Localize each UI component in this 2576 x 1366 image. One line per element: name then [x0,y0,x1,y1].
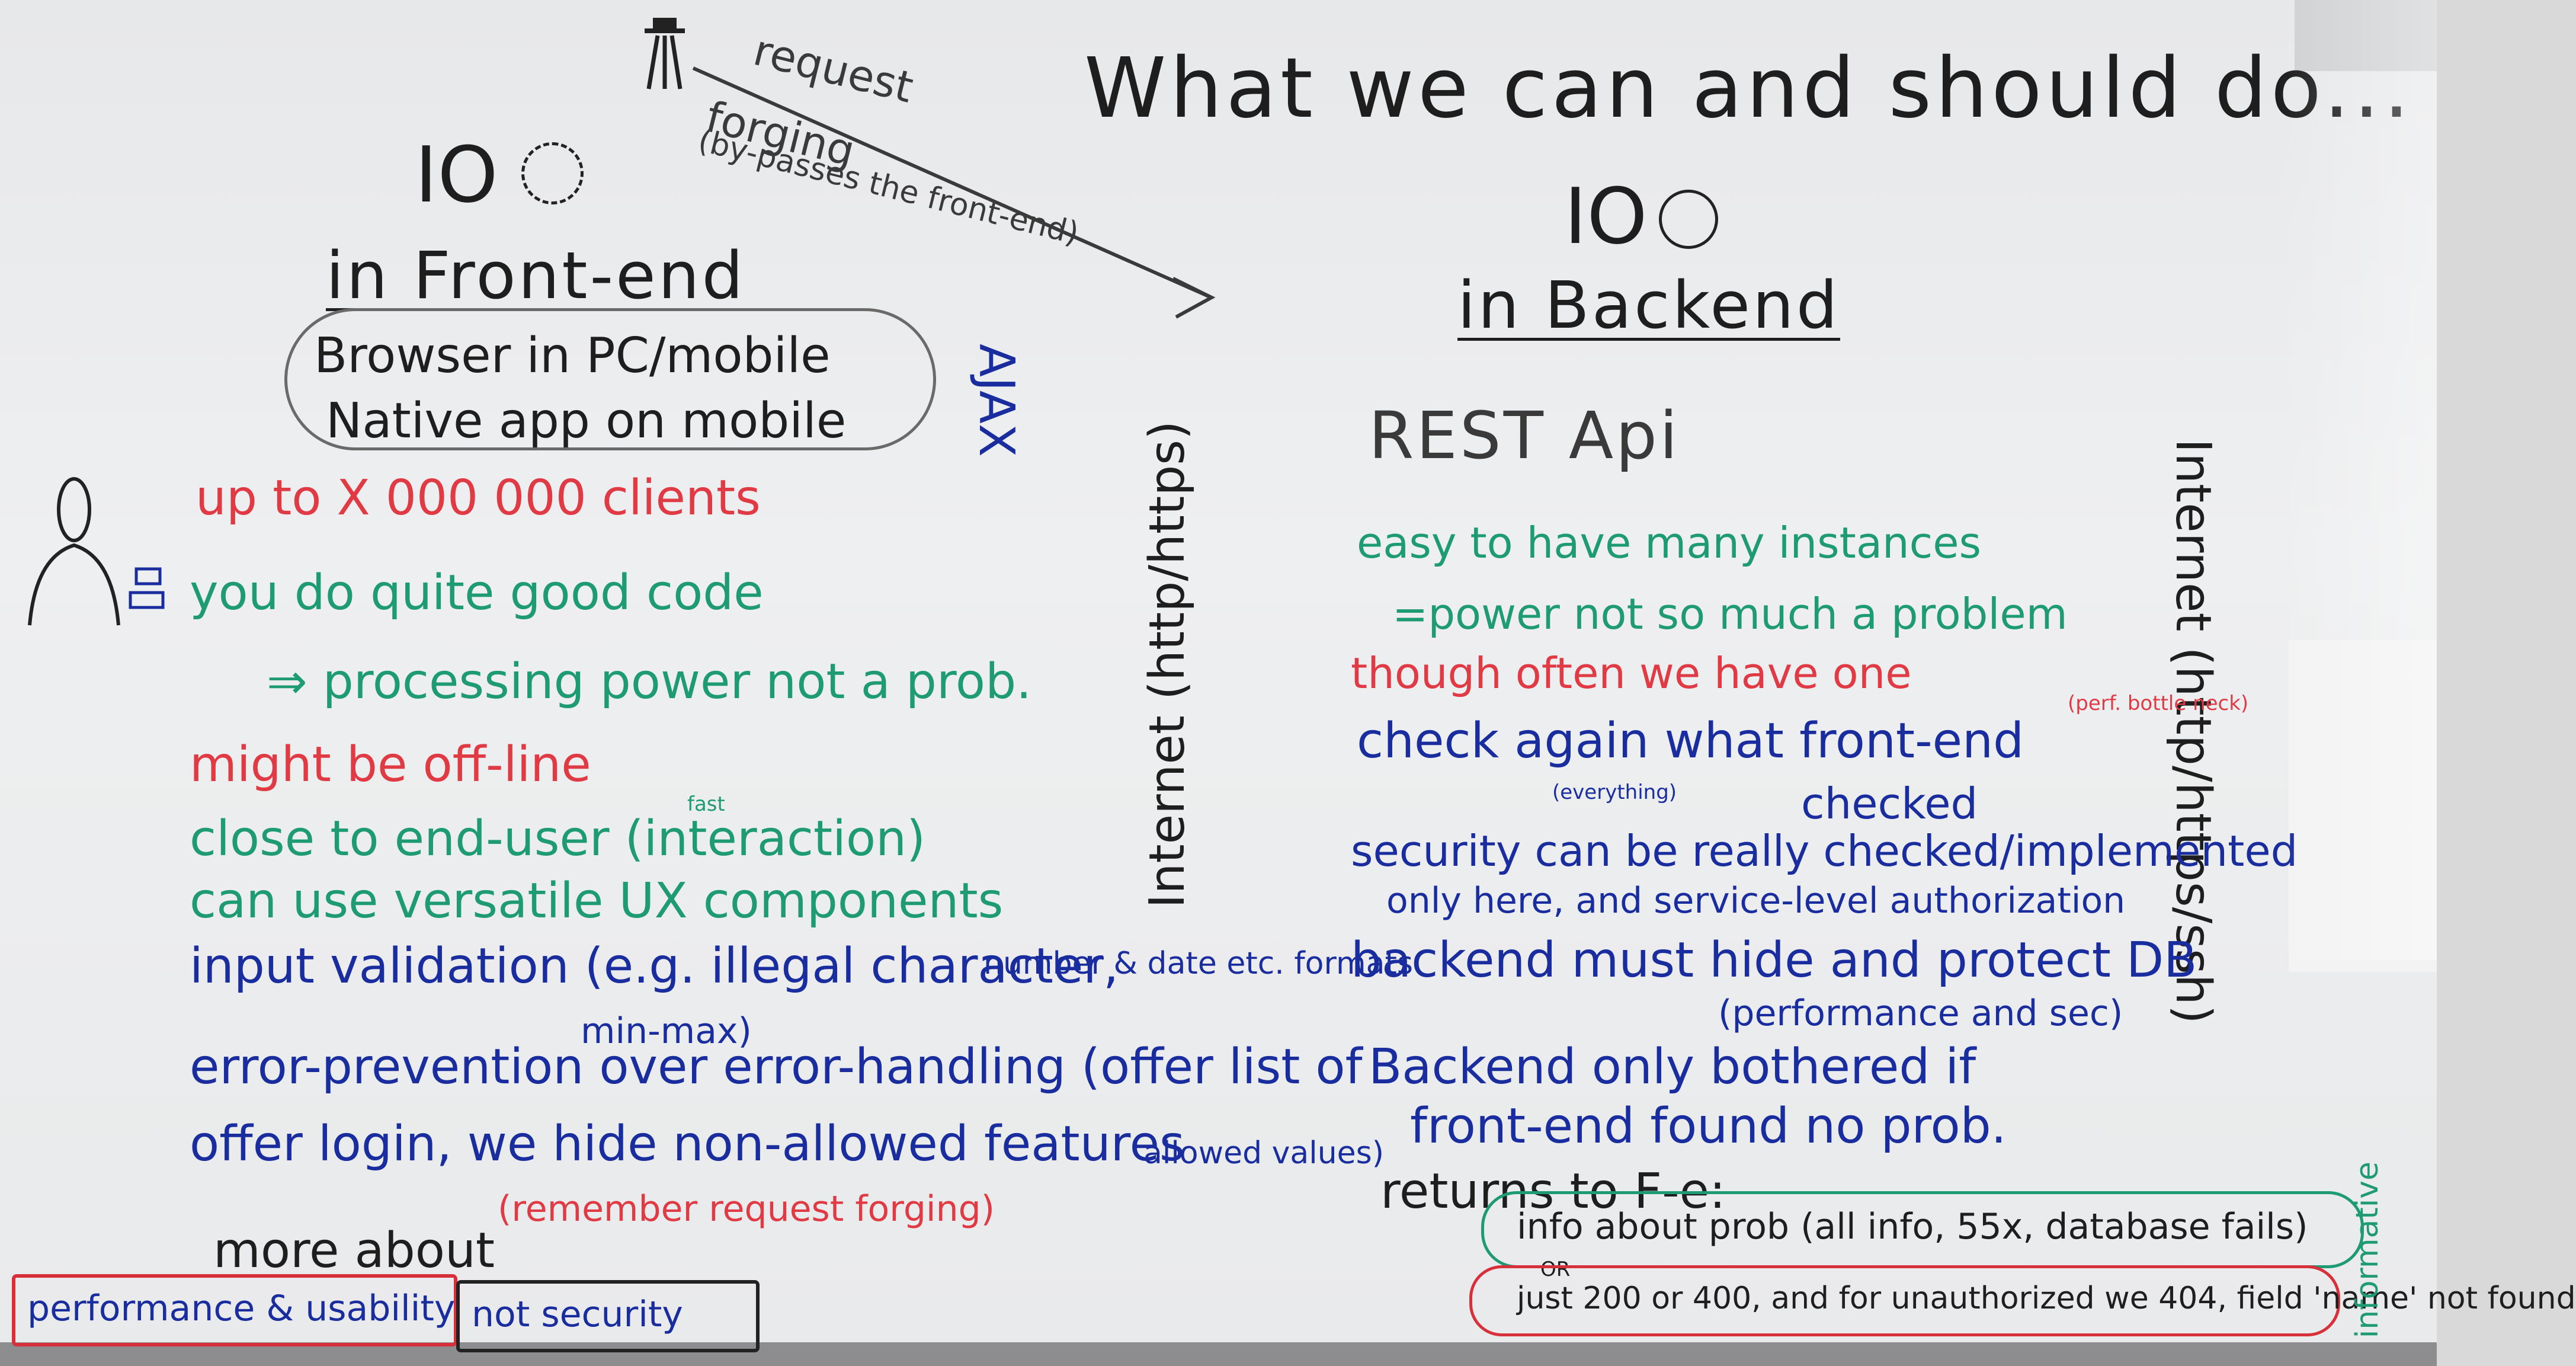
fe-point-allowed-values: allowed values) [1143,1135,1385,1171]
be-point-protect-db: backend must hide and protect DB [1351,932,2197,988]
just-codes-oval [1469,1265,2340,1336]
context-native-app: Native app on mobile [326,393,847,449]
be-point-one-instance: though often we have one [1351,648,1912,698]
be-point-bottleneck: (perf. bottle neck) [2068,692,2249,715]
title: What we can and should do... [1084,40,2414,137]
fe-point-remember-forging: (remember request forging) [498,1188,995,1230]
fe-point-ux: can use versatile UX components [190,873,1004,929]
internet-backend: Internet (http/https/ssh) [2165,439,2221,1024]
backend-io: IO [1564,171,1648,261]
fe-point-clients: up to X 000 000 clients [196,470,761,526]
be-point-only-here: only here, and service-level authorizati… [1386,880,2126,922]
rest-api-label: REST Api [1369,398,1680,474]
be-point-just-codes: just 200 or 400, and for unauthorized we… [1517,1281,2576,1316]
be-point-instances: easy to have many instances [1357,518,1982,568]
contexts-bracket [284,308,936,450]
be-point-no-prob: front-end found no prob. [1410,1098,2007,1154]
fe-point-offline: might be off-line [190,737,591,793]
fe-point-min-max: min-max) [581,1010,752,1052]
be-point-checked: checked [1801,779,1978,828]
cycle-icon [1659,190,1718,249]
ajax-label: AJAX [968,344,1024,458]
frontend-io: IO [415,130,498,220]
fe-point-more-about: more about [213,1223,495,1279]
be-point-security: security can be really checked/implement… [1351,826,2298,876]
frontend-heading: in Front-end [326,238,746,313]
be-point-or: OR [1540,1258,1571,1281]
be-point-check-again: check again what front-end [1357,713,2024,769]
fe-point-processing: ⇒ processing power not a prob. [267,654,1032,710]
be-point-performance-sec: (performance and sec) [1718,993,2123,1034]
be-point-info-about-prob: info about prob (all info, 55x, database… [1517,1206,2308,1247]
backend-heading: in Backend [1457,267,1840,343]
fe-point-login: offer login, we hide non-allowed feature… [190,1116,1185,1172]
be-point-power: =power not so much a problem [1392,589,2068,639]
context-browser: Browser in PC/mobile [314,328,831,384]
dashed-cycle-icon [521,142,584,204]
internet-frontend: Internet (http/https) [1139,421,1196,908]
wall-glare [2289,640,2437,972]
be-point-informative: informative [2350,1162,2385,1339]
fe-point-validation: input validation (e.g. illegal character… [190,938,1119,994]
fe-point-close-to-user: close to end-user (interaction) [190,811,926,867]
security-label: not security [472,1294,683,1335]
fe-point-fast: fast [687,792,725,816]
fe-point-good-code: you do quite good code [190,565,764,621]
fe-point-error-prevention: error-prevention over error-handling (of… [190,1039,1363,1095]
be-point-everything: (everything) [1552,780,1677,804]
usability-box: performance & usability [12,1274,457,1346]
request-forging-arrow [645,18,1216,319]
fe-point-formats: number & date etc. formats [983,946,1413,981]
user-icon [28,477,165,626]
security-box: not security [456,1280,760,1352]
usability-label: performance & usability [27,1288,456,1329]
board-frame-top [2295,0,2437,71]
be-point-bothered: Backend only bothered if [1369,1039,1976,1095]
